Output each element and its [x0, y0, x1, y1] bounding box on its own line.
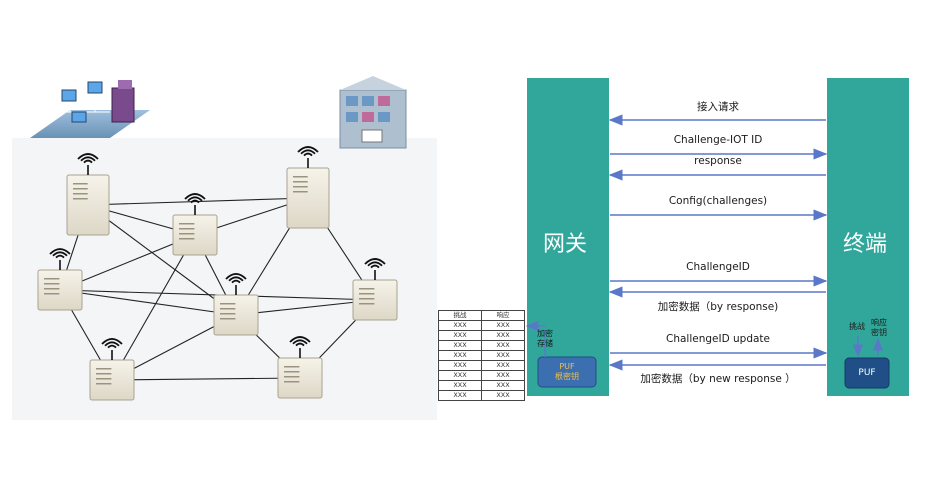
crp-table-header: 挑战 响应	[438, 310, 525, 321]
wifi-icon	[184, 193, 206, 215]
message-label: 加密数据（by new response ）	[640, 373, 796, 385]
wifi-icon	[297, 146, 319, 168]
message-label: 接入请求	[697, 101, 739, 113]
crp-cell-response: XXX	[481, 370, 525, 381]
crp-header-challenge: 挑战	[438, 310, 482, 321]
crp-cell-challenge: XXX	[438, 350, 482, 361]
terminal-challenge-label: 挑战	[849, 322, 865, 331]
gateway-label: 网关	[543, 232, 588, 257]
terminal-label: 终端	[843, 232, 888, 257]
encrypted-storage-label: 加密 存储	[532, 329, 558, 349]
message-label: response	[694, 155, 742, 167]
crp-cell-response: XXX	[481, 360, 525, 371]
building-icon	[339, 76, 407, 149]
network-devices	[37, 146, 398, 401]
terminal-response-label: 响应 密钥	[868, 318, 890, 338]
sensor-node	[352, 258, 398, 321]
crp-cell-response: XXX	[481, 390, 525, 401]
crp-cell-challenge: XXX	[438, 360, 482, 371]
sensor-node	[89, 338, 135, 401]
message-label: ChallengeID	[686, 261, 750, 273]
crp-cell-response: XXX	[481, 320, 525, 331]
message-label: ChallengeID update	[665, 333, 771, 345]
crp-cell-challenge: XXX	[438, 380, 482, 391]
store-line1: 加密	[537, 329, 553, 338]
gateway-device	[286, 146, 330, 229]
message-label: 加密数据（by response)	[657, 301, 779, 313]
wifi-icon	[289, 336, 311, 358]
gateway-puf-text: PUF 根密钥	[538, 362, 596, 382]
sensor-node	[277, 336, 323, 399]
store-line2: 存储	[537, 339, 553, 348]
terminal-response-line1: 响应	[871, 318, 887, 327]
gateway-puf-line1: PUF	[559, 362, 575, 371]
computer-network-icon	[30, 80, 150, 138]
sensor-node	[37, 248, 83, 311]
wifi-icon	[225, 273, 247, 295]
gateway-device	[66, 153, 110, 236]
crp-cell-challenge: XXX	[438, 370, 482, 381]
terminal-puf-label: PUF	[858, 368, 876, 378]
terminal-response-line2: 密钥	[871, 328, 887, 337]
crp-cell-challenge: XXX	[438, 330, 482, 341]
sensor-node	[172, 193, 218, 256]
wifi-icon	[364, 258, 386, 280]
gateway-puf-box	[537, 356, 597, 388]
crp-cell-response: XXX	[481, 380, 525, 391]
crp-cell-challenge: XXX	[438, 340, 482, 351]
crp-cell-response: XXX	[481, 350, 525, 361]
wifi-icon	[49, 248, 71, 270]
sensor-node	[213, 273, 259, 336]
crp-cell-response: XXX	[481, 340, 525, 351]
wifi-icon	[77, 153, 99, 175]
message-label: Challenge-IOT ID	[673, 134, 763, 146]
crp-header-response: 响应	[481, 310, 525, 321]
gateway-puf-line2: 根密钥	[555, 372, 579, 381]
gateway-column	[527, 78, 609, 396]
wifi-icon	[101, 338, 123, 360]
terminal-puf-box	[844, 357, 890, 389]
message-arrows	[608, 114, 828, 371]
message-label: Config(challenges)	[668, 195, 768, 207]
crp-cell-response: XXX	[481, 330, 525, 341]
crp-cell-challenge: XXX	[438, 390, 482, 401]
crp-cell-challenge: XXX	[438, 320, 482, 331]
terminal-column	[827, 78, 909, 396]
